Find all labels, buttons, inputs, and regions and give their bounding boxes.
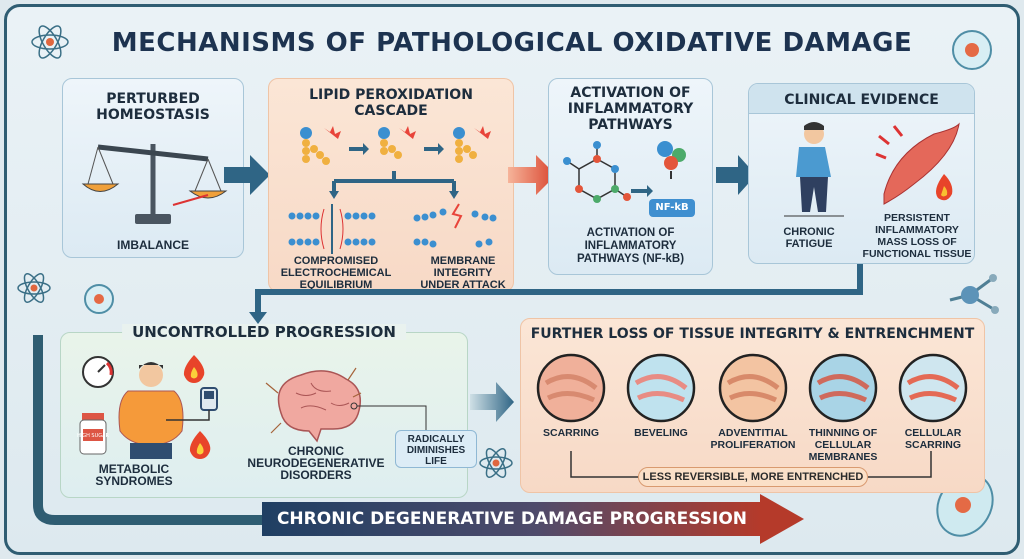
inflamed-muscle-icon [875, 122, 960, 205]
panel-title: LIPID PEROXIDATION CASCADE [309, 87, 473, 119]
callout-line [350, 402, 427, 433]
nfkb-badge: NF-kB [649, 199, 695, 217]
membrane-integrity-label: MEMBRANE INTEGRITY UNDER ATTACK [420, 255, 506, 291]
entrenchment-bracket [570, 451, 932, 478]
fire-icon [183, 355, 205, 383]
tissue-stage-2-icon [626, 353, 696, 423]
molecule-network-icon [563, 141, 686, 203]
cell-icon [84, 284, 114, 314]
chronic-fatigue-label: CHRONIC FATIGUE [783, 226, 835, 250]
gauge-icon [82, 356, 114, 388]
tissue-stage-label: BEVELING [634, 427, 688, 439]
neurodegenerative-label: CHRONIC NEURODEGENERATIVE DISORDERS [247, 444, 385, 482]
arrow-right-icon [224, 155, 270, 195]
tissue-stage-4-icon [808, 353, 878, 423]
brain-icon [265, 367, 362, 443]
lipid-cascade-icon [300, 126, 491, 165]
sugar-jar-label: HIGH SUGAR [77, 433, 110, 439]
panel-tissue-integrity: FURTHER LOSS OF TISSUE INTEGRITY & ENTRE… [520, 318, 985, 493]
arrow-head-icon [760, 494, 804, 544]
atom-icon [31, 25, 69, 59]
panel-lipid-peroxidation: LIPID PEROXIDATION CASCADE COMPROMISED E… [268, 78, 514, 292]
arrow-right-icon [716, 155, 756, 195]
clinical-header [749, 84, 974, 114]
cell-icon [952, 30, 992, 70]
panel-perturbed-homeostasis: PERTURBED HOMEOSTASIS IMBALANCE [62, 78, 244, 258]
tissue-stage-5-icon [898, 353, 968, 423]
molecule-icon [949, 274, 999, 314]
panel-uncontrolled-progression: UNCONTROLLED PROGRESSION HIGH SUGAR META… [60, 324, 477, 498]
damaged-membrane-icon [413, 203, 497, 248]
metabolic-syndromes-label: METABOLIC SYNDROMES [95, 462, 173, 488]
chronic-progression-arrow: CHRONIC DEGENERATIVE DAMAGE PROGRESSION [262, 502, 762, 536]
panel-clinical-evidence: CLINICAL EVIDENCE CHRONIC FATIGUE PERSIS… [748, 83, 975, 264]
tissue-stage-label: CELLULAR SCARRING [904, 427, 962, 451]
panel-title: UNCONTROLLED PROGRESSION [122, 324, 406, 340]
atom-icon [17, 273, 51, 303]
panel-title: FURTHER LOSS OF TISSUE INTEGRITY & ENTRE… [530, 326, 975, 342]
imbalance-label: IMBALANCE [117, 238, 189, 252]
fire-icon [189, 431, 211, 459]
tissue-stage-label: THINNING OF CELLULAR MEMBRANES [808, 427, 878, 463]
radically-diminishes-callout: RADICALLY DIMINISHES LIFE [395, 430, 477, 468]
branch-arrows-icon [329, 171, 459, 199]
panel-title: ACTIVATION OF INFLAMMATORY PATHWAYS [567, 85, 694, 133]
sugar-jar-icon: HIGH SUGAR [77, 413, 110, 455]
tissue-stage-3-icon [718, 353, 788, 423]
panel-title: PERTURBED HOMEOSTASIS [96, 91, 210, 123]
glucose-meter-icon [166, 387, 218, 421]
membrane-potential-icon [288, 204, 376, 254]
less-reversible-label: LESS REVERSIBLE, MORE ENTRENCHED [638, 467, 868, 487]
arrow-right-icon [508, 155, 556, 195]
persistent-inflammatory-label: PERSISTENT INFLAMMATORY MASS LOSS OF FUN… [862, 212, 972, 260]
fatigued-person-icon [784, 122, 844, 217]
overweight-person-icon [118, 362, 184, 459]
balance-scale-icon [81, 144, 228, 224]
arrow-right-icon [470, 382, 514, 422]
panel-title: CLINICAL EVIDENCE [784, 92, 939, 108]
electrochemical-label: COMPROMISED ELECTROCHEMICAL EQUILIBRIUM [280, 255, 392, 291]
inflammatory-label: ACTIVATION OF INFLAMMATORY PATHWAYS (NF-… [576, 227, 685, 265]
tissue-stage-1-icon [536, 353, 606, 423]
atom-icon [479, 448, 513, 478]
tissue-stage-label: ADVENTITIAL PROLIFERATION [710, 427, 796, 451]
panel-inflammatory-pathways: ACTIVATION OF INFLAMMATORY PATHWAYS NF-k… [548, 78, 713, 275]
tissue-stage-label: SCARRING [542, 427, 599, 439]
page-title: MECHANISMS OF PATHOLOGICAL OXIDATIVE DAM… [111, 28, 913, 58]
